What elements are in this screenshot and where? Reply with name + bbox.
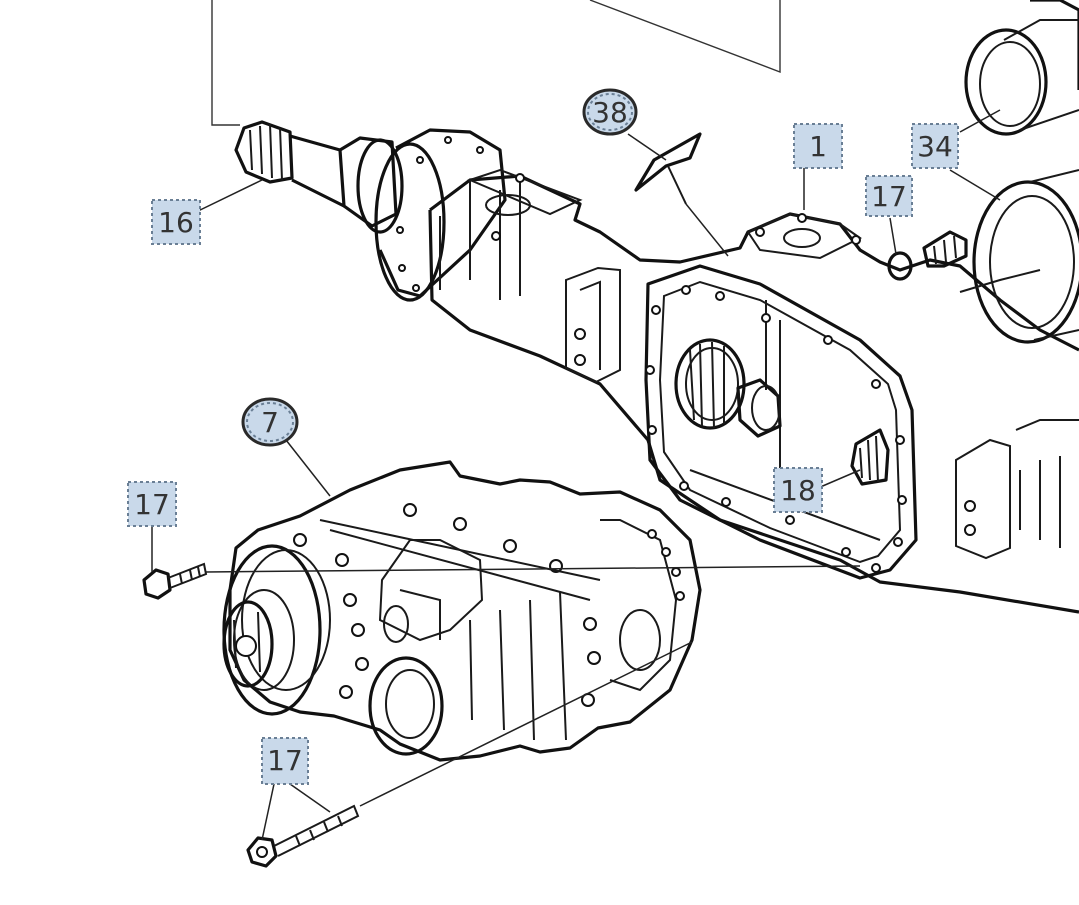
flange-bolt-holes xyxy=(645,285,907,573)
bolt-upper-left xyxy=(142,562,208,600)
spline-shaft xyxy=(850,428,890,486)
callout-17-housing-label: 17 xyxy=(871,180,907,213)
callout-18[interactable]: 18 xyxy=(773,467,823,513)
callout-7[interactable]: 7 xyxy=(241,397,299,447)
callout-18-label: 18 xyxy=(780,474,816,507)
bolt-lower xyxy=(246,804,360,868)
callout-17-upper-bolt[interactable]: 17 xyxy=(127,481,177,527)
callout-17-lower-bolt-label: 17 xyxy=(267,744,303,777)
callout-17-lower-bolt[interactable]: 17 xyxy=(261,737,309,785)
axle-shaft-part xyxy=(234,120,507,302)
callout-17-housing[interactable]: 17 xyxy=(865,175,913,217)
oring-and-plug xyxy=(887,230,968,281)
ring-gear xyxy=(674,338,782,438)
callout-7-label: 7 xyxy=(261,406,279,439)
differential-carrier-part xyxy=(222,460,702,762)
callout-1-label: 1 xyxy=(809,130,827,163)
callout-38[interactable]: 38 xyxy=(582,88,638,136)
carrier-bolt-heads xyxy=(293,503,601,707)
callout-34-label: 34 xyxy=(917,130,953,163)
reference-frame-lines xyxy=(211,0,781,126)
tag-plate-part xyxy=(634,132,702,205)
callout-17-upper-bolt-label: 17 xyxy=(134,488,170,521)
hub-parts xyxy=(959,0,1079,344)
leader-lines xyxy=(151,109,1001,841)
callout-1[interactable]: 1 xyxy=(793,123,843,169)
callout-16-label: 16 xyxy=(158,206,194,239)
callout-38-label: 38 xyxy=(592,96,628,129)
axle-housing-part xyxy=(428,168,1079,614)
callout-16[interactable]: 16 xyxy=(151,199,201,245)
callout-34[interactable]: 34 xyxy=(911,123,959,169)
